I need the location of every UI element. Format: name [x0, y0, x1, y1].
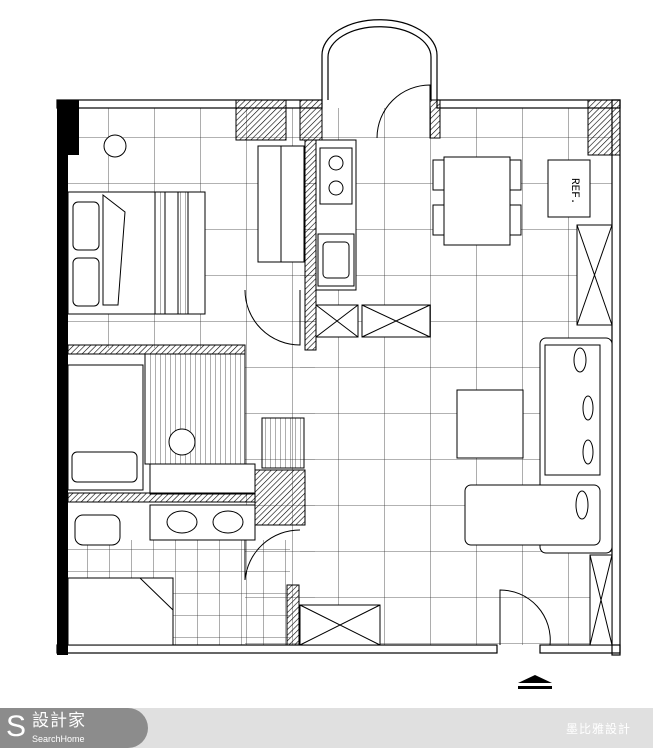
dining-table — [432, 156, 522, 246]
desk — [149, 463, 256, 495]
fridge-label: REF. — [568, 178, 580, 204]
balcony-bay — [321, 19, 438, 100]
logo-subtext: SearchHome — [32, 734, 85, 744]
designer-name: 墨比雅設計 — [565, 722, 631, 736]
coffee-table — [456, 389, 524, 459]
bed — [67, 191, 206, 315]
closet — [144, 353, 246, 465]
logo-text: 設計家 — [32, 711, 86, 731]
kitchen-counter — [315, 139, 431, 338]
floor-plan: REF. — [56, 19, 621, 689]
refrigerator: REF. — [547, 159, 591, 218]
entrance-arrow-icon — [518, 675, 552, 689]
logo-s: S — [6, 710, 27, 743]
tv-cabinet — [261, 417, 305, 469]
sofa — [464, 337, 613, 554]
door-swings — [244, 84, 551, 646]
bathroom — [67, 492, 256, 646]
chair — [103, 134, 127, 158]
footer-bar: S 設計家 SearchHome 墨比雅設計 — [0, 708, 653, 748]
searchhome-logo[interactable]: S 設計家 SearchHome — [0, 708, 148, 748]
